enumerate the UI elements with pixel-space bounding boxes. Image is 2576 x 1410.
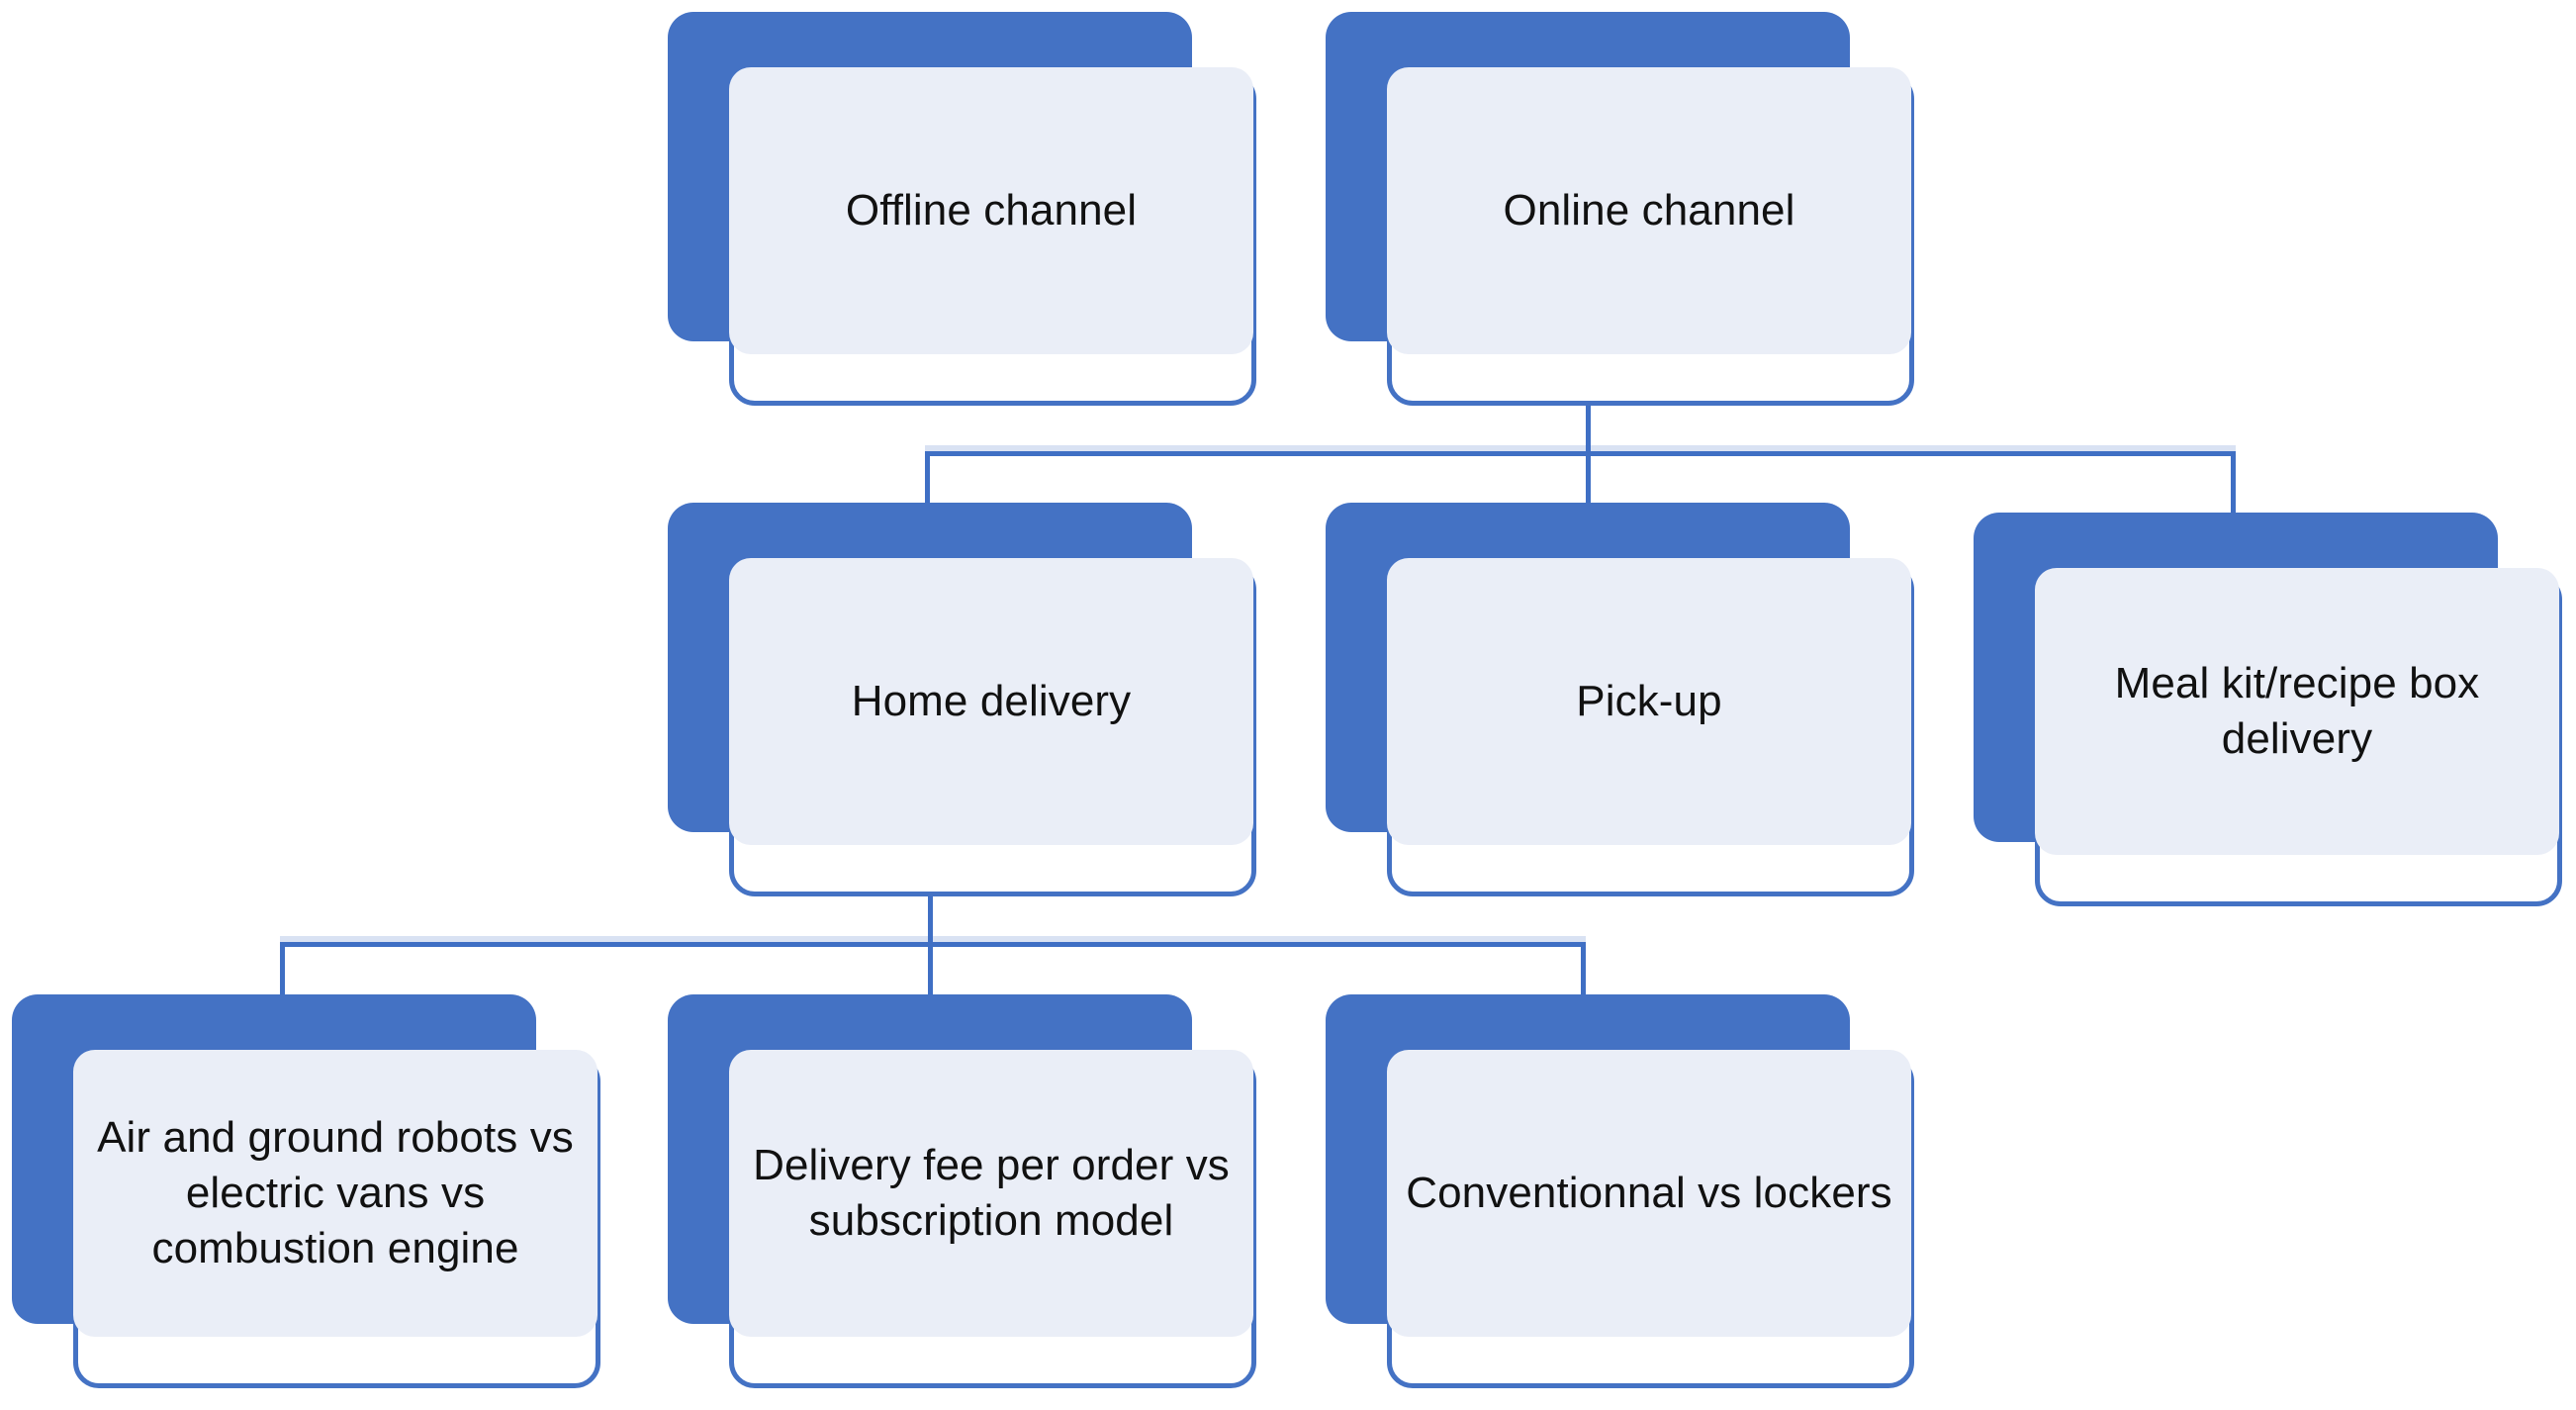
node-meal-kit-recipe-box-delivery[interactable]: Meal kit/recipe box delivery xyxy=(1974,513,2562,906)
node-panel: Delivery fee per order vs subscription m… xyxy=(729,1050,1253,1337)
node-label: Delivery fee per order vs subscription m… xyxy=(753,1140,1230,1245)
node-offline-channel[interactable]: Offline channel xyxy=(668,12,1256,406)
node-label: Air and ground robots vs electric vans v… xyxy=(97,1112,574,1273)
connector-bus-2-drop-left xyxy=(280,942,285,999)
node-panel: Pick-up xyxy=(1387,558,1911,845)
node-panel: Offline channel xyxy=(729,67,1253,354)
node-air-ground-robots[interactable]: Air and ground robots vs electric vans v… xyxy=(12,994,600,1388)
node-label: Home delivery xyxy=(851,676,1132,725)
node-online-channel[interactable]: Online channel xyxy=(1326,12,1914,406)
node-label: Offline channel xyxy=(845,185,1138,235)
node-panel: Home delivery xyxy=(729,558,1253,845)
node-delivery-fee-model[interactable]: Delivery fee per order vs subscription m… xyxy=(668,994,1256,1388)
node-home-delivery[interactable]: Home delivery xyxy=(668,503,1256,896)
node-pick-up[interactable]: Pick-up xyxy=(1326,503,1914,896)
connector-bus-2-drop-right xyxy=(1581,942,1586,999)
node-label: Meal kit/recipe box delivery xyxy=(2114,658,2480,763)
connector-bus-2 xyxy=(280,942,1586,947)
node-panel: Online channel xyxy=(1387,67,1911,354)
connector-bus-1 xyxy=(925,451,2236,456)
node-panel: Meal kit/recipe box delivery xyxy=(2035,568,2559,855)
node-label: Online channel xyxy=(1503,185,1795,235)
node-conventional-vs-lockers[interactable]: Conventionnal vs lockers xyxy=(1326,994,1914,1388)
node-label: Pick-up xyxy=(1576,676,1722,725)
node-panel: Conventionnal vs lockers xyxy=(1387,1050,1911,1337)
connector-bus-1-halo xyxy=(925,445,2236,452)
node-label: Conventionnal vs lockers xyxy=(1406,1168,1892,1217)
node-panel: Air and ground robots vs electric vans v… xyxy=(73,1050,598,1337)
connector-bus-2-halo xyxy=(280,936,1586,943)
connector-bus-2-drop-center xyxy=(928,942,933,999)
